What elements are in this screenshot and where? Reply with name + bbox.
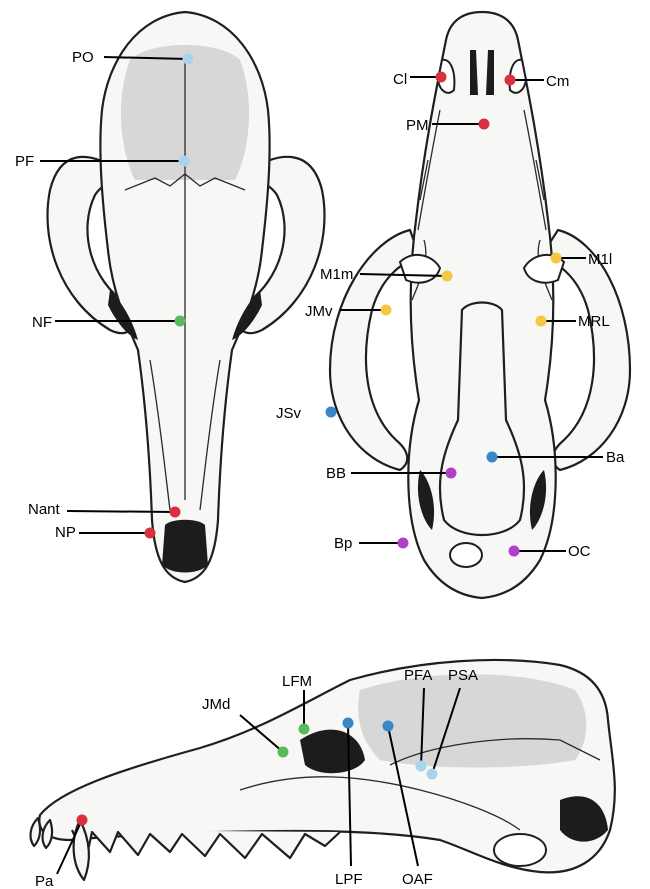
label-OC: OC bbox=[568, 543, 591, 560]
label-JMv: JMv bbox=[305, 303, 333, 320]
landmark-dot-JMd bbox=[278, 747, 289, 758]
label-PFA: PFA bbox=[404, 667, 432, 684]
landmark-dot-PFA bbox=[416, 761, 427, 772]
label-LPF: LPF bbox=[335, 871, 363, 888]
landmark-dot-LFM bbox=[299, 724, 310, 735]
landmark-dot-Pa bbox=[77, 815, 88, 826]
landmark-dot-BB bbox=[446, 468, 457, 479]
landmark-dot-JSv bbox=[326, 407, 337, 418]
landmark-dot-Nant bbox=[170, 507, 181, 518]
landmark-dot-PO bbox=[183, 54, 194, 65]
label-MRL: MRL bbox=[578, 313, 610, 330]
label-NP: NP bbox=[55, 524, 76, 541]
landmark-dot-LPF bbox=[343, 718, 354, 729]
landmark-dot-PM bbox=[479, 119, 490, 130]
label-LFM: LFM bbox=[282, 673, 312, 690]
landmark-dot-NF bbox=[175, 316, 186, 327]
label-PF: PF bbox=[15, 153, 34, 170]
landmark-dot-MRL bbox=[536, 316, 547, 327]
label-PM: PM bbox=[406, 117, 429, 134]
lateral-skull-view bbox=[31, 660, 615, 880]
landmark-dot-M1l bbox=[551, 253, 562, 264]
landmark-dot-PF bbox=[179, 156, 190, 167]
landmark-dot-Ba bbox=[487, 452, 498, 463]
dorsal-skull-view bbox=[48, 12, 325, 582]
label-BB: BB bbox=[326, 465, 346, 482]
landmark-dot-JMv bbox=[381, 305, 392, 316]
lateral-auditory-bulla bbox=[494, 834, 546, 866]
lateral-braincase-shading bbox=[358, 674, 586, 767]
leader-Nant bbox=[67, 511, 175, 512]
ventral-foramen-magnum bbox=[450, 543, 482, 567]
label-Cm: Cm bbox=[546, 73, 569, 90]
label-Pa: Pa bbox=[35, 873, 54, 889]
landmark-dot-PSA bbox=[427, 769, 438, 780]
landmark-dot-Bp bbox=[398, 538, 409, 549]
landmark-dot-M1m bbox=[442, 271, 453, 282]
lateral-tooth-row bbox=[72, 830, 340, 860]
landmark-dot-NP bbox=[145, 528, 156, 539]
label-M1l: M1l bbox=[588, 251, 612, 268]
label-OAF: OAF bbox=[402, 871, 433, 888]
label-PSA: PSA bbox=[448, 667, 478, 684]
landmark-dot-OAF bbox=[383, 721, 394, 732]
label-NF: NF bbox=[32, 314, 52, 331]
label-Nant: Nant bbox=[28, 501, 61, 518]
label-PO: PO bbox=[72, 49, 94, 66]
ventral-skull-view bbox=[330, 12, 630, 598]
label-JSv: JSv bbox=[276, 405, 302, 422]
label-Cl: Cl bbox=[393, 71, 407, 88]
landmark-dot-OC bbox=[509, 546, 520, 557]
dorsal-incisor-region bbox=[162, 520, 208, 573]
landmark-dot-Cl bbox=[436, 72, 447, 83]
landmark-dot-Cm bbox=[505, 75, 516, 86]
label-Bp: Bp bbox=[334, 535, 352, 552]
label-JMd: JMd bbox=[202, 696, 230, 713]
label-M1m: M1m bbox=[320, 266, 353, 283]
label-Ba: Ba bbox=[606, 449, 625, 466]
